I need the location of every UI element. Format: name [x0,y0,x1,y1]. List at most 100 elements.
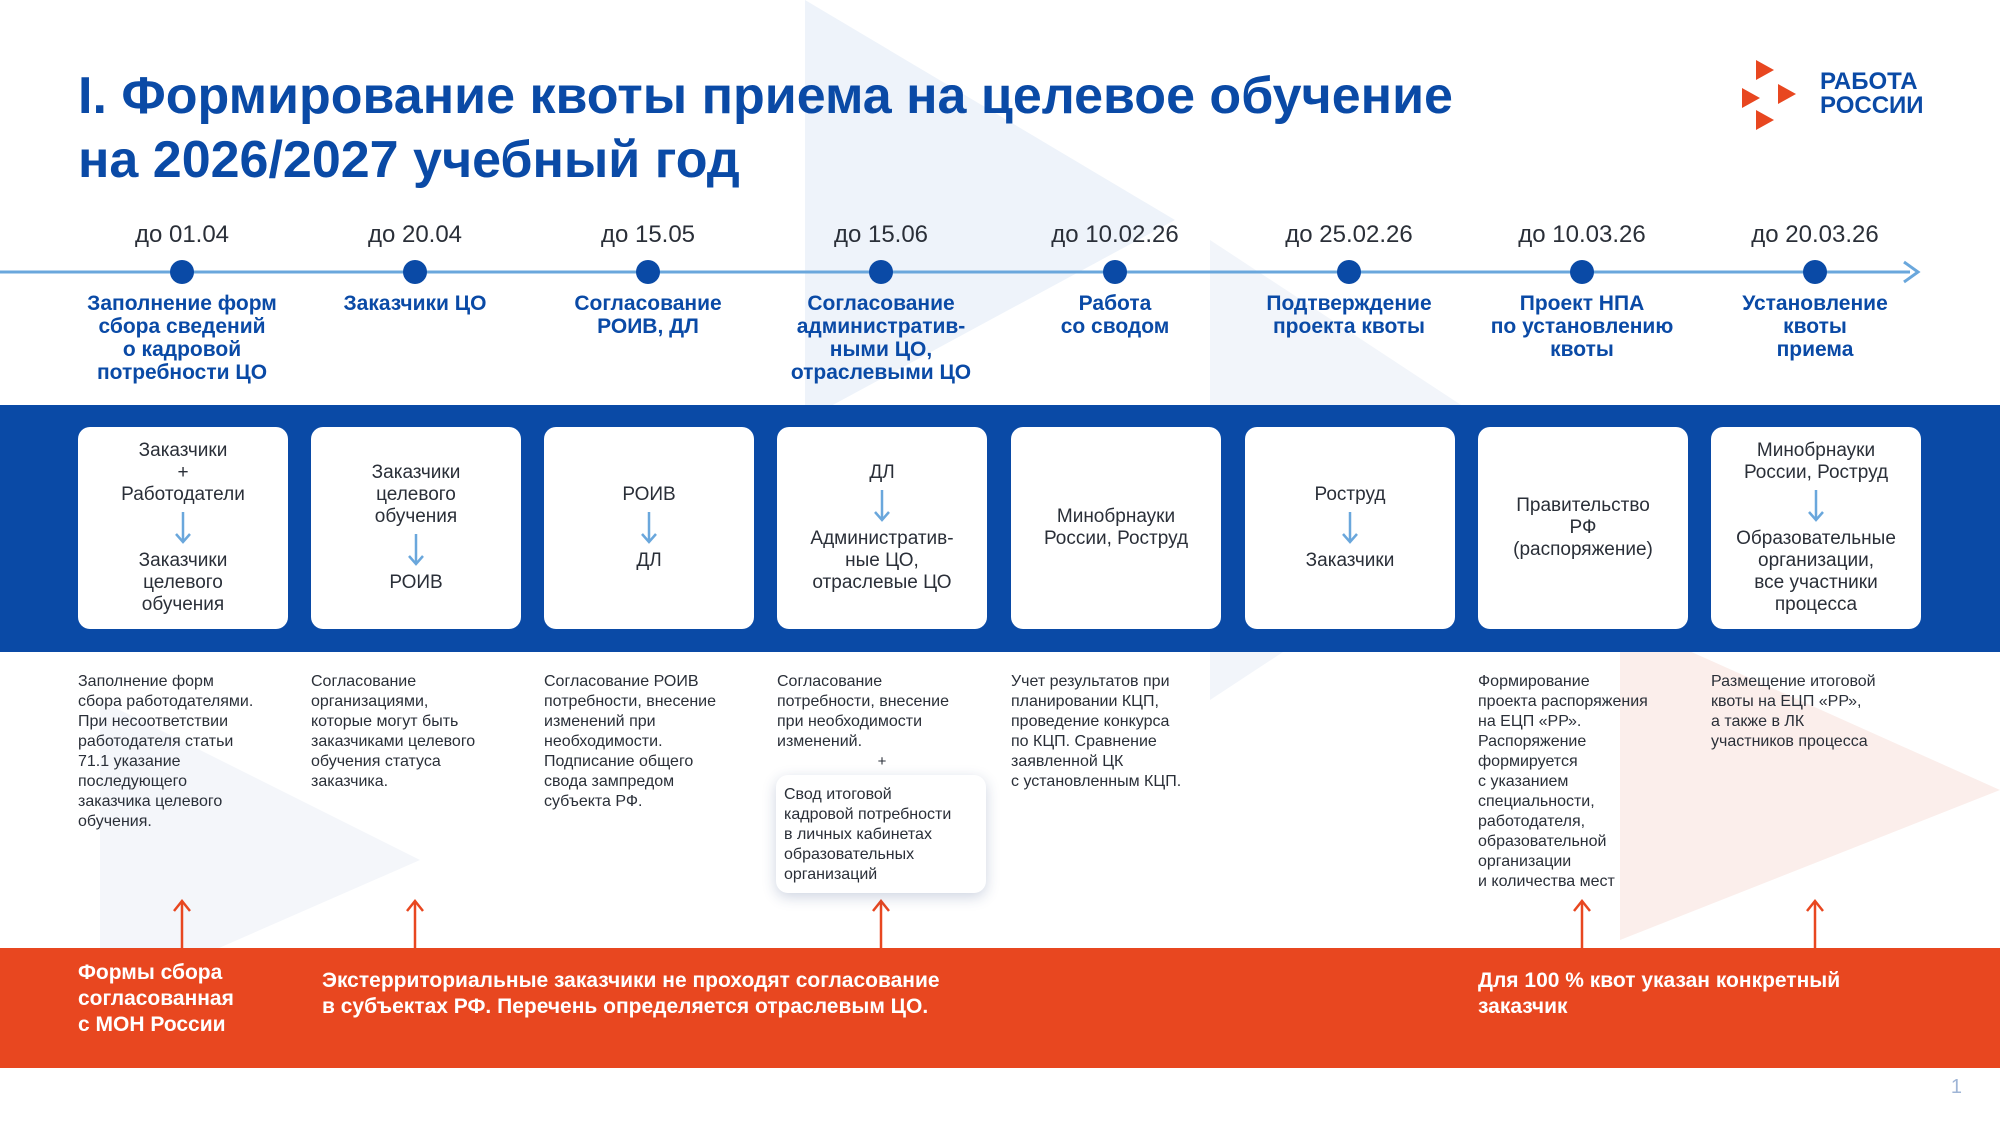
callout-line: в личных кабинетах [784,826,932,843]
note-right-line: Для 100 % квот указан конкретный [1478,969,1841,992]
actor-line: Роструд [1314,484,1386,505]
actor-line: Образовательные [1736,528,1896,549]
timeline-dot [403,260,427,284]
description-line: проекта распоряжения [1478,693,1648,710]
logo-arrows-icon [1742,60,1796,130]
note-left-line: согласованная [78,987,234,1010]
actor-line: отраслевые ЦО [812,572,952,593]
actor-line: России, Роструд [1043,528,1189,549]
description-line: а также в ЛК [1711,713,1805,730]
stage-title-line: административ- [796,315,966,338]
stage-title-line: Проект НПА [1519,292,1645,315]
actor-card-to: Заказчики [1306,550,1395,572]
actor-line: Административ- [810,528,954,549]
description-line: участников процесса [1711,733,1868,750]
callout-line: кадровой потребности [784,806,952,823]
description-line: заявленной ЦК [1011,753,1124,770]
stage-title-line: по установлению [1490,315,1674,338]
description-line: Подписание общего [544,753,694,770]
description-line: и количества мест [1478,873,1615,890]
actor-card-from: Роструд [1315,484,1386,506]
actor-line: + [177,462,189,483]
actors-band [0,405,2000,652]
step-date: до 15.05 [600,221,696,248]
actor-line: Минобрнауки [1056,506,1176,527]
note-middle-line: Экстерриториальные заказчики не проходят… [322,969,940,992]
actor-line: процесса [1774,594,1858,615]
logo-text: РАБОТА РОССИИ [1820,70,1924,118]
actor-line: Работодатели [121,484,245,505]
logo-text-line-2: РОССИИ [1820,92,1924,119]
actor-card-to: РОИВ [389,572,442,594]
step-date: до 20.03.26 [1751,221,1879,248]
description-line: Размещение итоговой [1711,673,1876,690]
step-stage-title: Заказчики ЦО [300,292,530,315]
actor-card-from: РОИВ [622,484,675,506]
description-line: образовательной [1478,833,1607,850]
note-left-line: Формы сбора [78,961,223,984]
description-line: Согласование РОИВ [544,673,699,690]
description-line: работодателя статьи [78,733,234,750]
description-line: работодателя, [1478,813,1586,830]
arrow-up-icon [173,898,191,948]
arrow-down-icon [175,512,191,544]
actor-line: России, Роструд [1743,462,1889,483]
description-line: потребности, внесение [544,693,717,710]
callout-line: Свод итоговой [784,786,892,803]
description-line: по КЦП. Сравнение [1011,733,1157,750]
description-line: которые могут быть [311,713,459,730]
description-line: организации [1478,853,1572,870]
note-left: Формы сбора согласованная с МОН России [78,960,298,1038]
step-date: до 10.02.26 [1051,221,1179,248]
description-line: Формирование [1478,673,1590,690]
description-line: с указанием [1478,773,1569,790]
description-line: заказчиками целевого [311,733,476,750]
actor-line: ные ЦО, [845,550,919,571]
callout-line: образовательных [784,846,915,863]
stage-title-line: сбора сведений [98,315,266,338]
description-line: 71.1 указание [78,753,181,770]
description-line: проведение конкурса [1011,713,1170,730]
title-line-1: I. Формирование квоты приема на целевое … [78,67,1453,125]
actor-line: Минобрнауки [1756,440,1876,461]
stage-title-line: потребности ЦО [96,361,268,384]
arrow-up-icon [872,898,890,948]
actor-line: обучения [141,594,225,615]
step-date: до 15.06 [833,221,929,248]
notes-band [0,948,2000,1068]
callout-summary: Свод итоговой кадровой потребности в личны… [776,775,986,893]
stage-title-line: приема [1776,338,1854,361]
actor-line: (распоряжение) [1513,539,1653,560]
actor-line: все участники [1754,572,1878,593]
timeline-arrowhead-icon [1903,260,1921,284]
actor-line: целевого [143,572,223,593]
stage-title-line: отраслевыми ЦО [790,361,972,384]
description-line: заказчика. [311,773,389,790]
stage-title-line: о кадровой [122,338,242,361]
stage-title-line: ными ЦО, [829,338,933,361]
actor-card-from: ДЛ [869,462,894,484]
actor-line: Заказчики [138,440,228,461]
description-line: последующего [78,773,188,790]
stage-title-line: Установление [1742,292,1888,315]
arrow-down-icon [1808,490,1824,522]
page-title: I. Формирование квоты приема на целевое … [78,64,1578,192]
timeline-dot [636,260,660,284]
arrow-down-icon [641,512,657,544]
step-date: до 20.04 [367,221,463,248]
